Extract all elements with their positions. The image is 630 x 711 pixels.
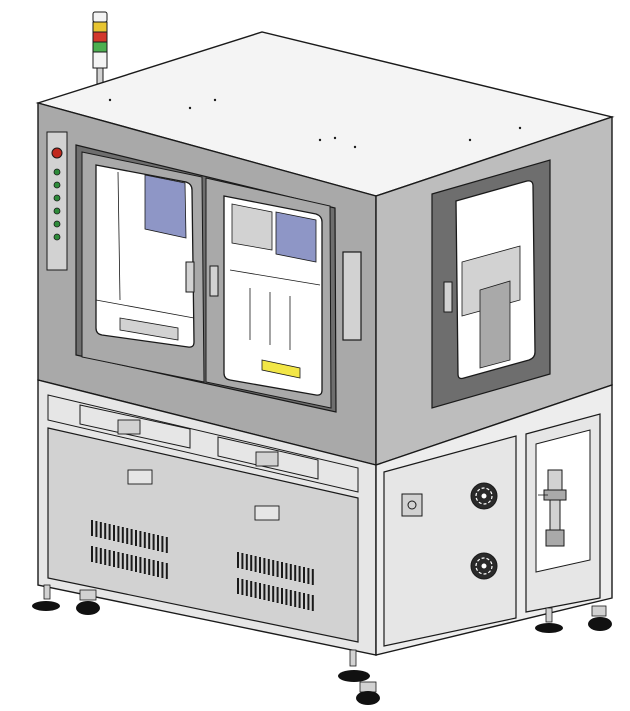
emergency-stop-icon[interactable] — [51, 147, 63, 159]
door-handle-icon[interactable] — [209, 265, 219, 297]
caster-wheel-icon — [588, 605, 612, 631]
side-door[interactable] — [431, 159, 551, 409]
power-outlet-icon — [401, 493, 423, 517]
drawer-handle-icon[interactable] — [117, 419, 141, 435]
fan-icon — [470, 552, 498, 580]
top-face-holes — [108, 98, 522, 149]
door-handle-icon[interactable] — [443, 281, 453, 313]
reset-button-icon[interactable] — [53, 194, 61, 202]
panel-handle-icon[interactable] — [254, 505, 280, 521]
air-regulator-icon — [538, 469, 567, 547]
pneumatic-bay — [525, 413, 601, 613]
aux-indicator-icon — [53, 233, 61, 241]
caster-wheel-icon — [76, 589, 100, 615]
power-indicator-icon — [53, 220, 61, 228]
front-door-right[interactable] — [205, 177, 332, 409]
leveling-foot-icon — [32, 584, 60, 611]
vent-slots-right — [237, 552, 314, 611]
vent-slots-left — [91, 520, 168, 579]
door-handle-icon[interactable] — [185, 261, 195, 293]
stop-button-icon[interactable] — [53, 207, 61, 215]
front-door-left[interactable] — [81, 151, 205, 383]
start-button-icon[interactable] — [53, 168, 61, 176]
lower-cabinet-panel[interactable] — [47, 427, 359, 643]
drawer-right[interactable] — [217, 436, 319, 480]
caster-wheel-icon — [356, 681, 380, 705]
electrical-cabinet-door[interactable] — [383, 435, 517, 647]
fan-icon — [470, 482, 498, 510]
mode-button-icon[interactable] — [53, 181, 61, 189]
drawer-handle-icon[interactable] — [255, 451, 279, 467]
panel-handle-icon[interactable] — [127, 469, 153, 485]
leveling-foot-icon — [338, 649, 370, 682]
door-handle-icon[interactable] — [342, 251, 362, 341]
control-panel — [46, 131, 68, 271]
drawer-left[interactable] — [79, 404, 191, 449]
leveling-foot-icon — [535, 607, 563, 633]
